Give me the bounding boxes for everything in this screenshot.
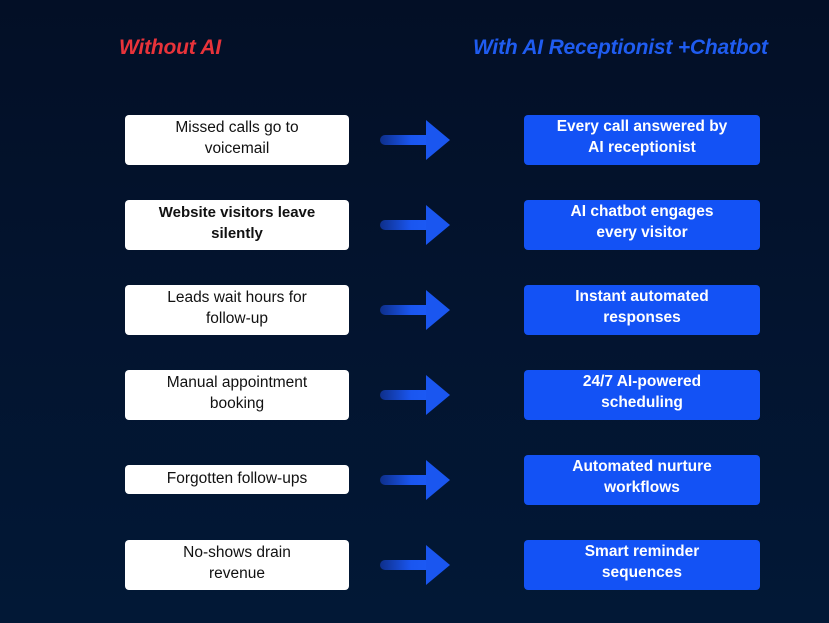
with-ai-text: Every call answered by AI receptionist [556,118,728,156]
without-ai-text: No-shows drain revenue [183,544,291,582]
arrow-right-icon [380,205,450,245]
comparison-row: Forgotten follow-ups Automated nurture w… [0,455,829,505]
without-ai-box: Forgotten follow-ups [125,465,349,494]
with-ai-box: Instant automated responses [524,285,760,335]
without-ai-text: Leads wait hours for follow-up [167,289,307,327]
with-ai-text: Automated nurture workflows [572,458,712,496]
with-ai-text: 24/7 AI-powered scheduling [582,373,702,411]
header-without-ai: Without AI [119,36,221,59]
with-ai-box: Every call answered by AI receptionist [524,115,760,165]
without-ai-text: Website visitors leave silently [158,204,316,242]
with-ai-box: 24/7 AI-powered scheduling [524,370,760,420]
arrow-right-icon [380,460,450,500]
arrow-right-icon [380,290,450,330]
without-ai-text: Forgotten follow-ups [166,470,308,487]
with-ai-box: Smart reminder sequences [524,540,760,590]
without-ai-box: Manual appointment booking [125,370,349,420]
without-ai-box: Missed calls go to voicemail [125,115,349,165]
without-ai-box: Leads wait hours for follow-up [125,285,349,335]
arrow-right-icon [380,375,450,415]
comparison-row: No-shows drain revenue Smart reminder se… [0,540,829,590]
without-ai-box: No-shows drain revenue [125,540,349,590]
with-ai-text: Smart reminder sequences [584,543,700,581]
arrow-right-icon [380,120,450,160]
comparison-row: Missed calls go to voicemail Every call … [0,115,829,165]
comparison-row: Website visitors leave silently AI chatb… [0,200,829,250]
header-with-ai: With AI Receptionist +Chatbot [473,36,768,59]
with-ai-text: AI chatbot engages every visitor [570,203,714,241]
without-ai-text: Manual appointment booking [166,374,308,412]
with-ai-box: Automated nurture workflows [524,455,760,505]
arrow-right-icon [380,545,450,585]
with-ai-box: AI chatbot engages every visitor [524,200,760,250]
comparison-row: Manual appointment booking 24/7 AI-power… [0,370,829,420]
with-ai-text: Instant automated responses [575,288,709,326]
without-ai-box: Website visitors leave silently [125,200,349,250]
comparison-row: Leads wait hours for follow-up Instant a… [0,285,829,335]
without-ai-text: Missed calls go to voicemail [175,119,299,157]
